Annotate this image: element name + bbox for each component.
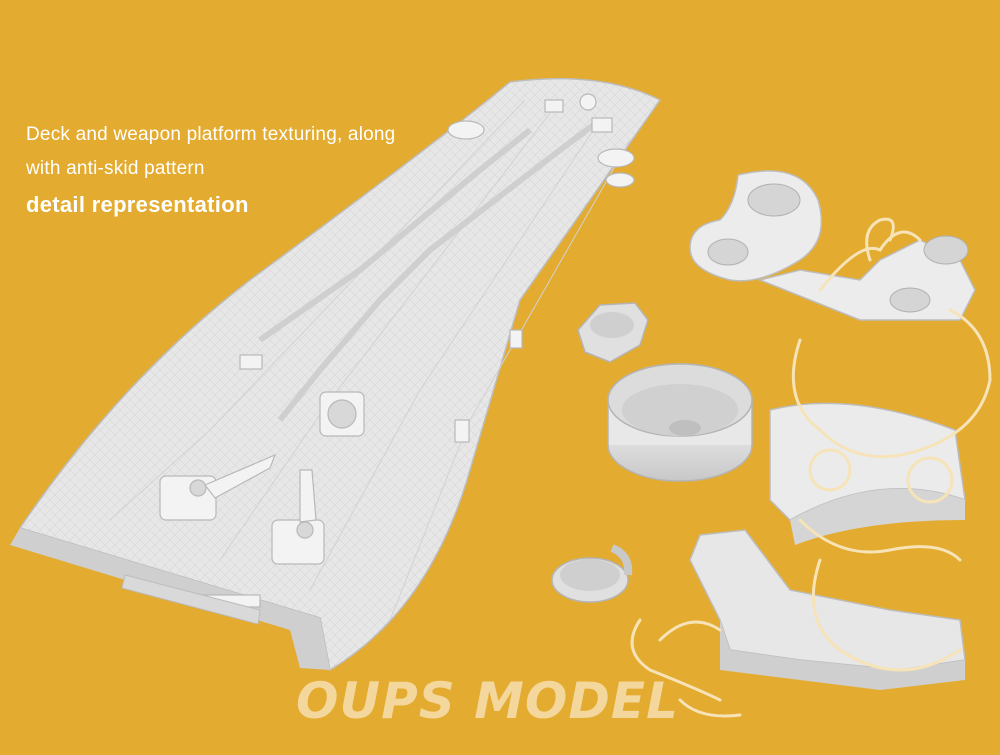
brand-logo: OUPS MODEL <box>296 672 679 730</box>
caption-line-2: with anti-skid pattern <box>26 158 205 179</box>
deck-plate <box>10 77 662 672</box>
round-tub <box>607 363 753 482</box>
hex-tub <box>577 302 649 363</box>
caption-headline: detail representation <box>26 192 249 217</box>
feature-caption: Deck and weapon platform texturing, alon… <box>26 118 395 218</box>
lower-platform <box>689 529 966 690</box>
bracket-platform <box>689 170 976 321</box>
small-gun-tub <box>551 544 633 603</box>
mascot-outline-icon <box>630 217 992 718</box>
shield-piece <box>769 402 966 545</box>
caption-line-1: Deck and weapon platform texturing, alon… <box>26 124 396 145</box>
